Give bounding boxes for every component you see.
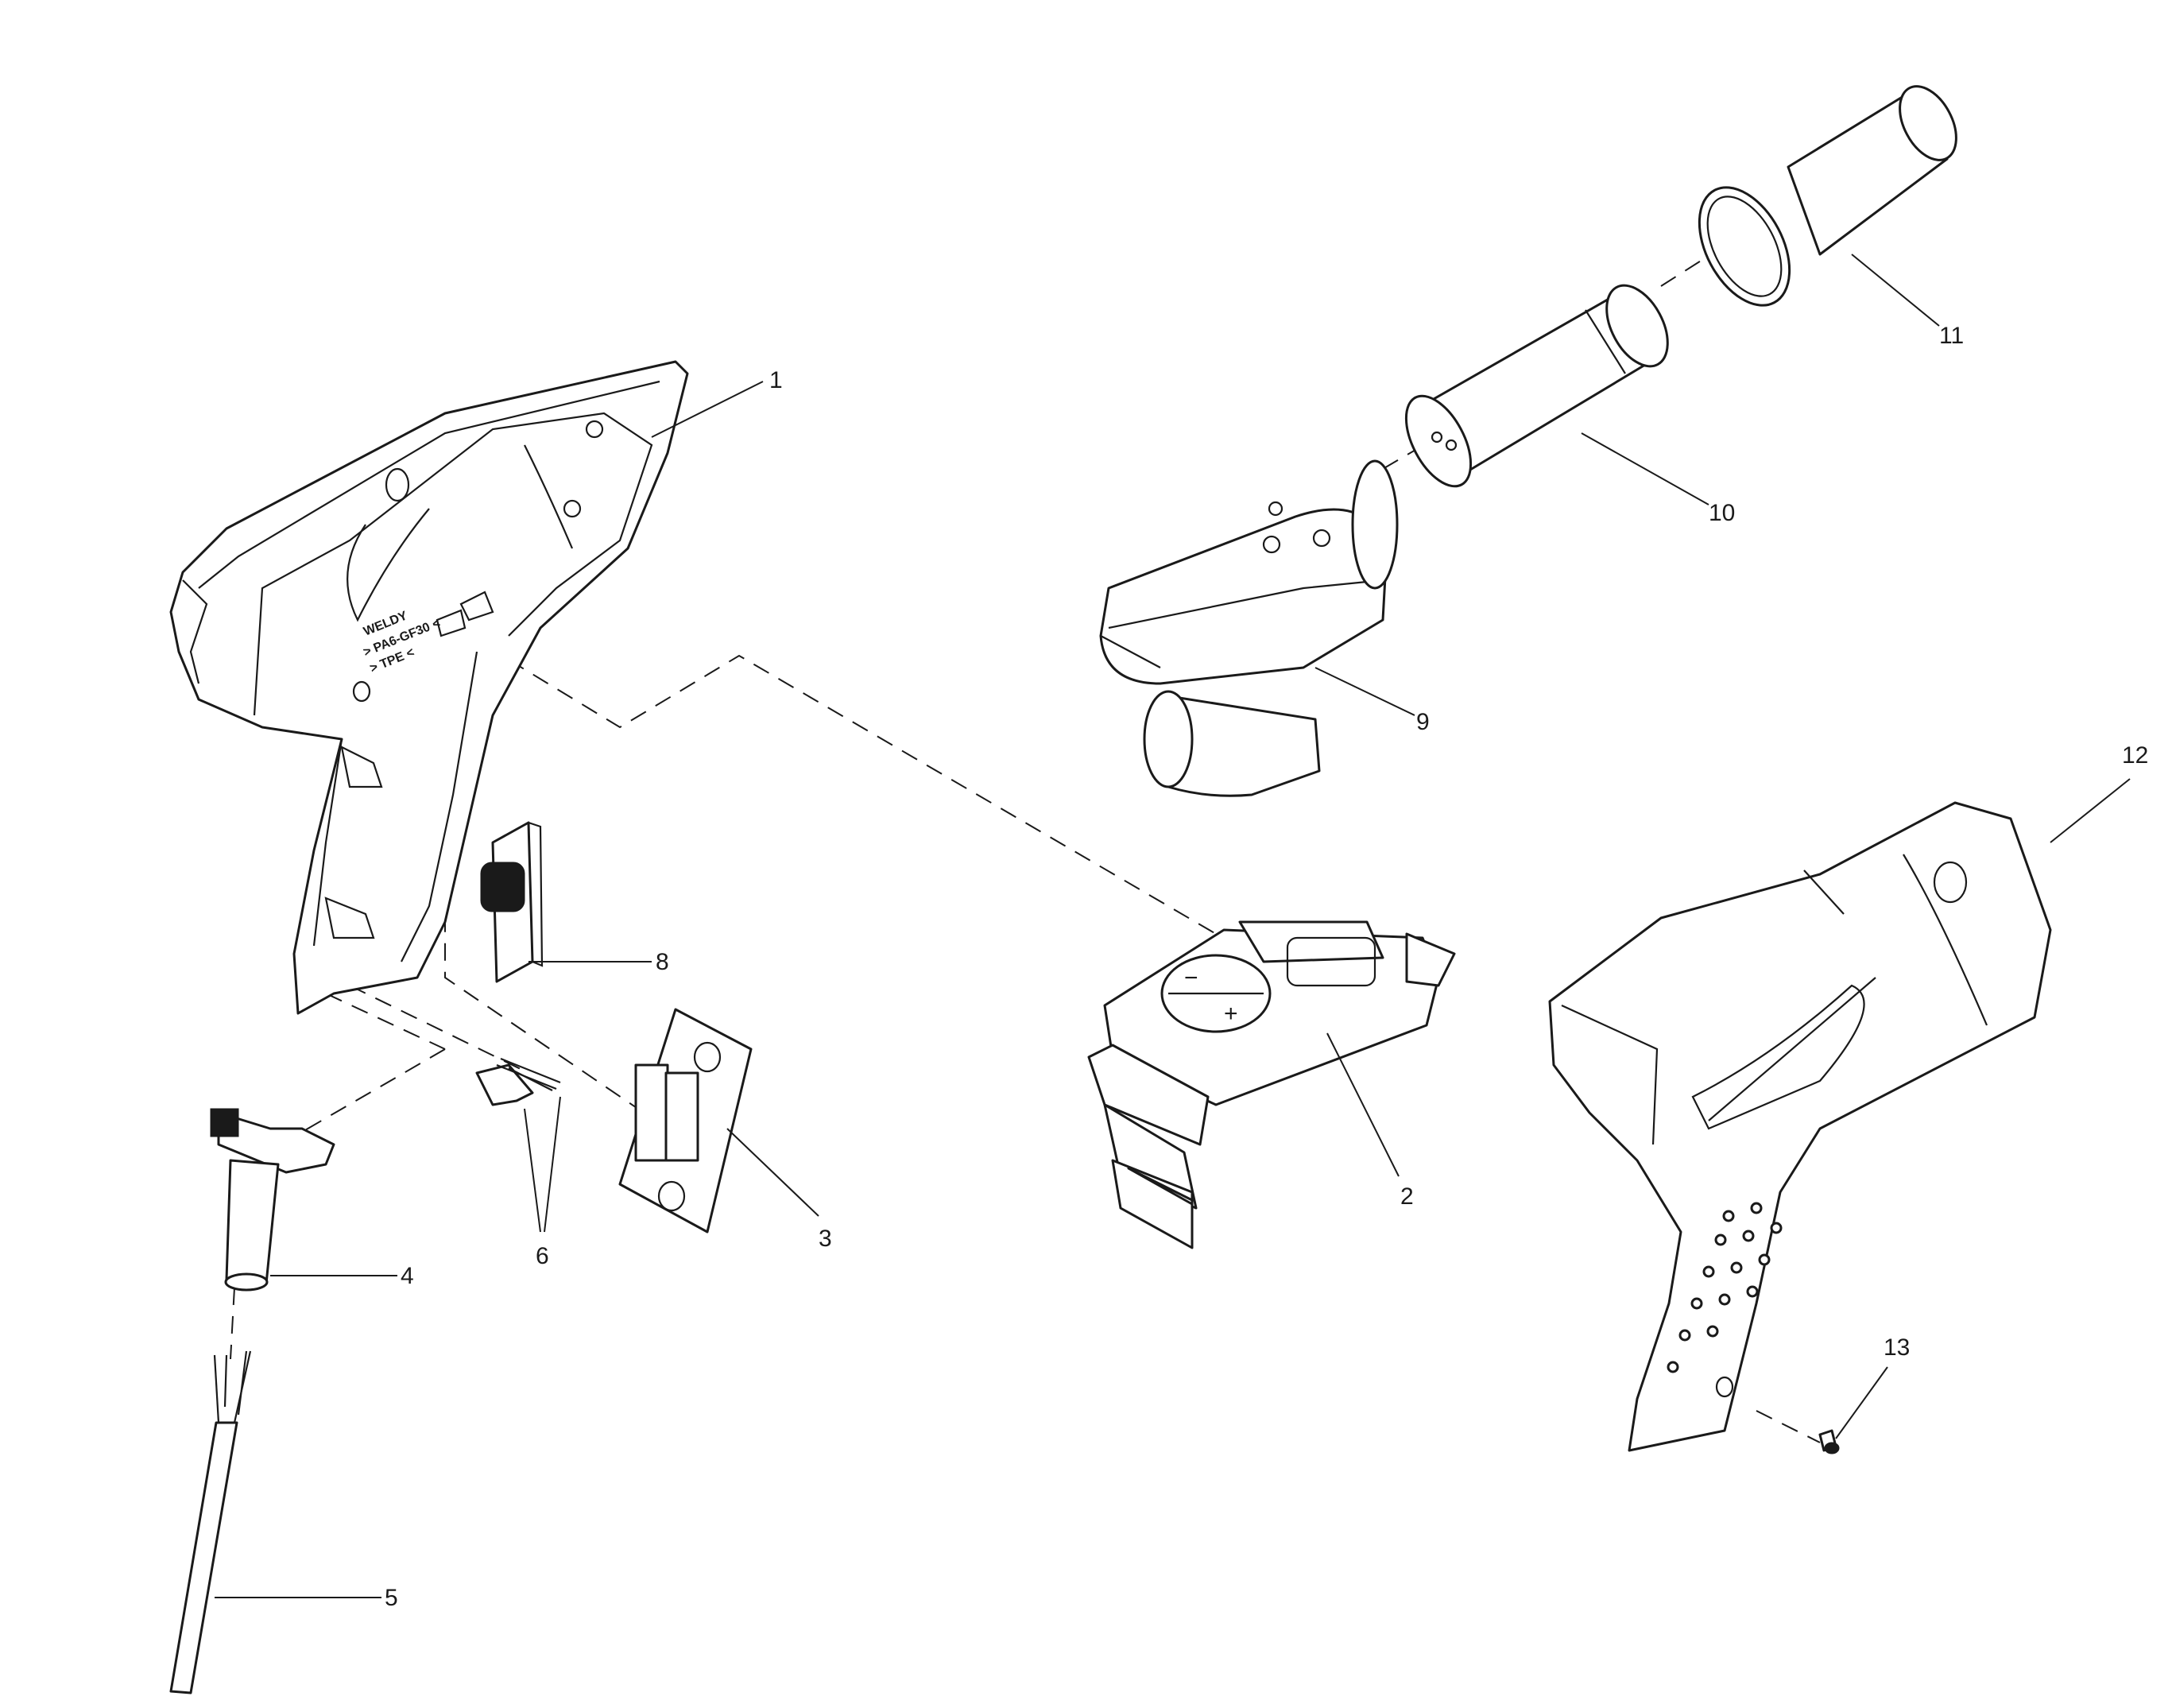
grip-dimples — [1667, 1202, 1783, 1373]
callout-13: 13 — [1884, 1334, 1910, 1361]
callout-10: 10 — [1709, 500, 1735, 526]
screw — [1818, 1429, 1840, 1454]
callout-12: 12 — [2122, 742, 2148, 769]
callout-5: 5 — [385, 1585, 398, 1611]
switch-board — [618, 1008, 753, 1234]
heating-element — [1404, 284, 1669, 488]
control-panel: − + — [1087, 920, 1456, 1249]
cable-bushing — [210, 1108, 335, 1292]
callout-9: 9 — [1416, 709, 1430, 735]
minus-key-glyph: − — [1184, 965, 1198, 991]
callout-11: 11 — [1939, 323, 1964, 349]
plus-key-glyph: + — [1224, 1001, 1238, 1027]
callout-3: 3 — [819, 1226, 832, 1252]
left-housing-shell: WELDY > PA6-GF30 < > TPE < — [169, 360, 689, 1015]
leader-lines — [215, 254, 2131, 1598]
right-housing-shell — [1548, 801, 2052, 1452]
callout-6: 6 — [536, 1243, 549, 1269]
outer-tube — [1698, 85, 1957, 307]
power-cable — [169, 1350, 252, 1694]
contact-springs — [475, 1057, 561, 1106]
callout-labels: 1 2 3 4 5 6 8 9 10 11 12 13 — [385, 323, 2148, 1611]
callout-2: 2 — [1400, 1183, 1414, 1210]
slider-knob — [480, 821, 544, 983]
callout-8: 8 — [656, 949, 669, 975]
callout-1: 1 — [769, 367, 783, 393]
callout-4: 4 — [401, 1263, 414, 1289]
heater-fan-unit — [1099, 459, 1399, 797]
